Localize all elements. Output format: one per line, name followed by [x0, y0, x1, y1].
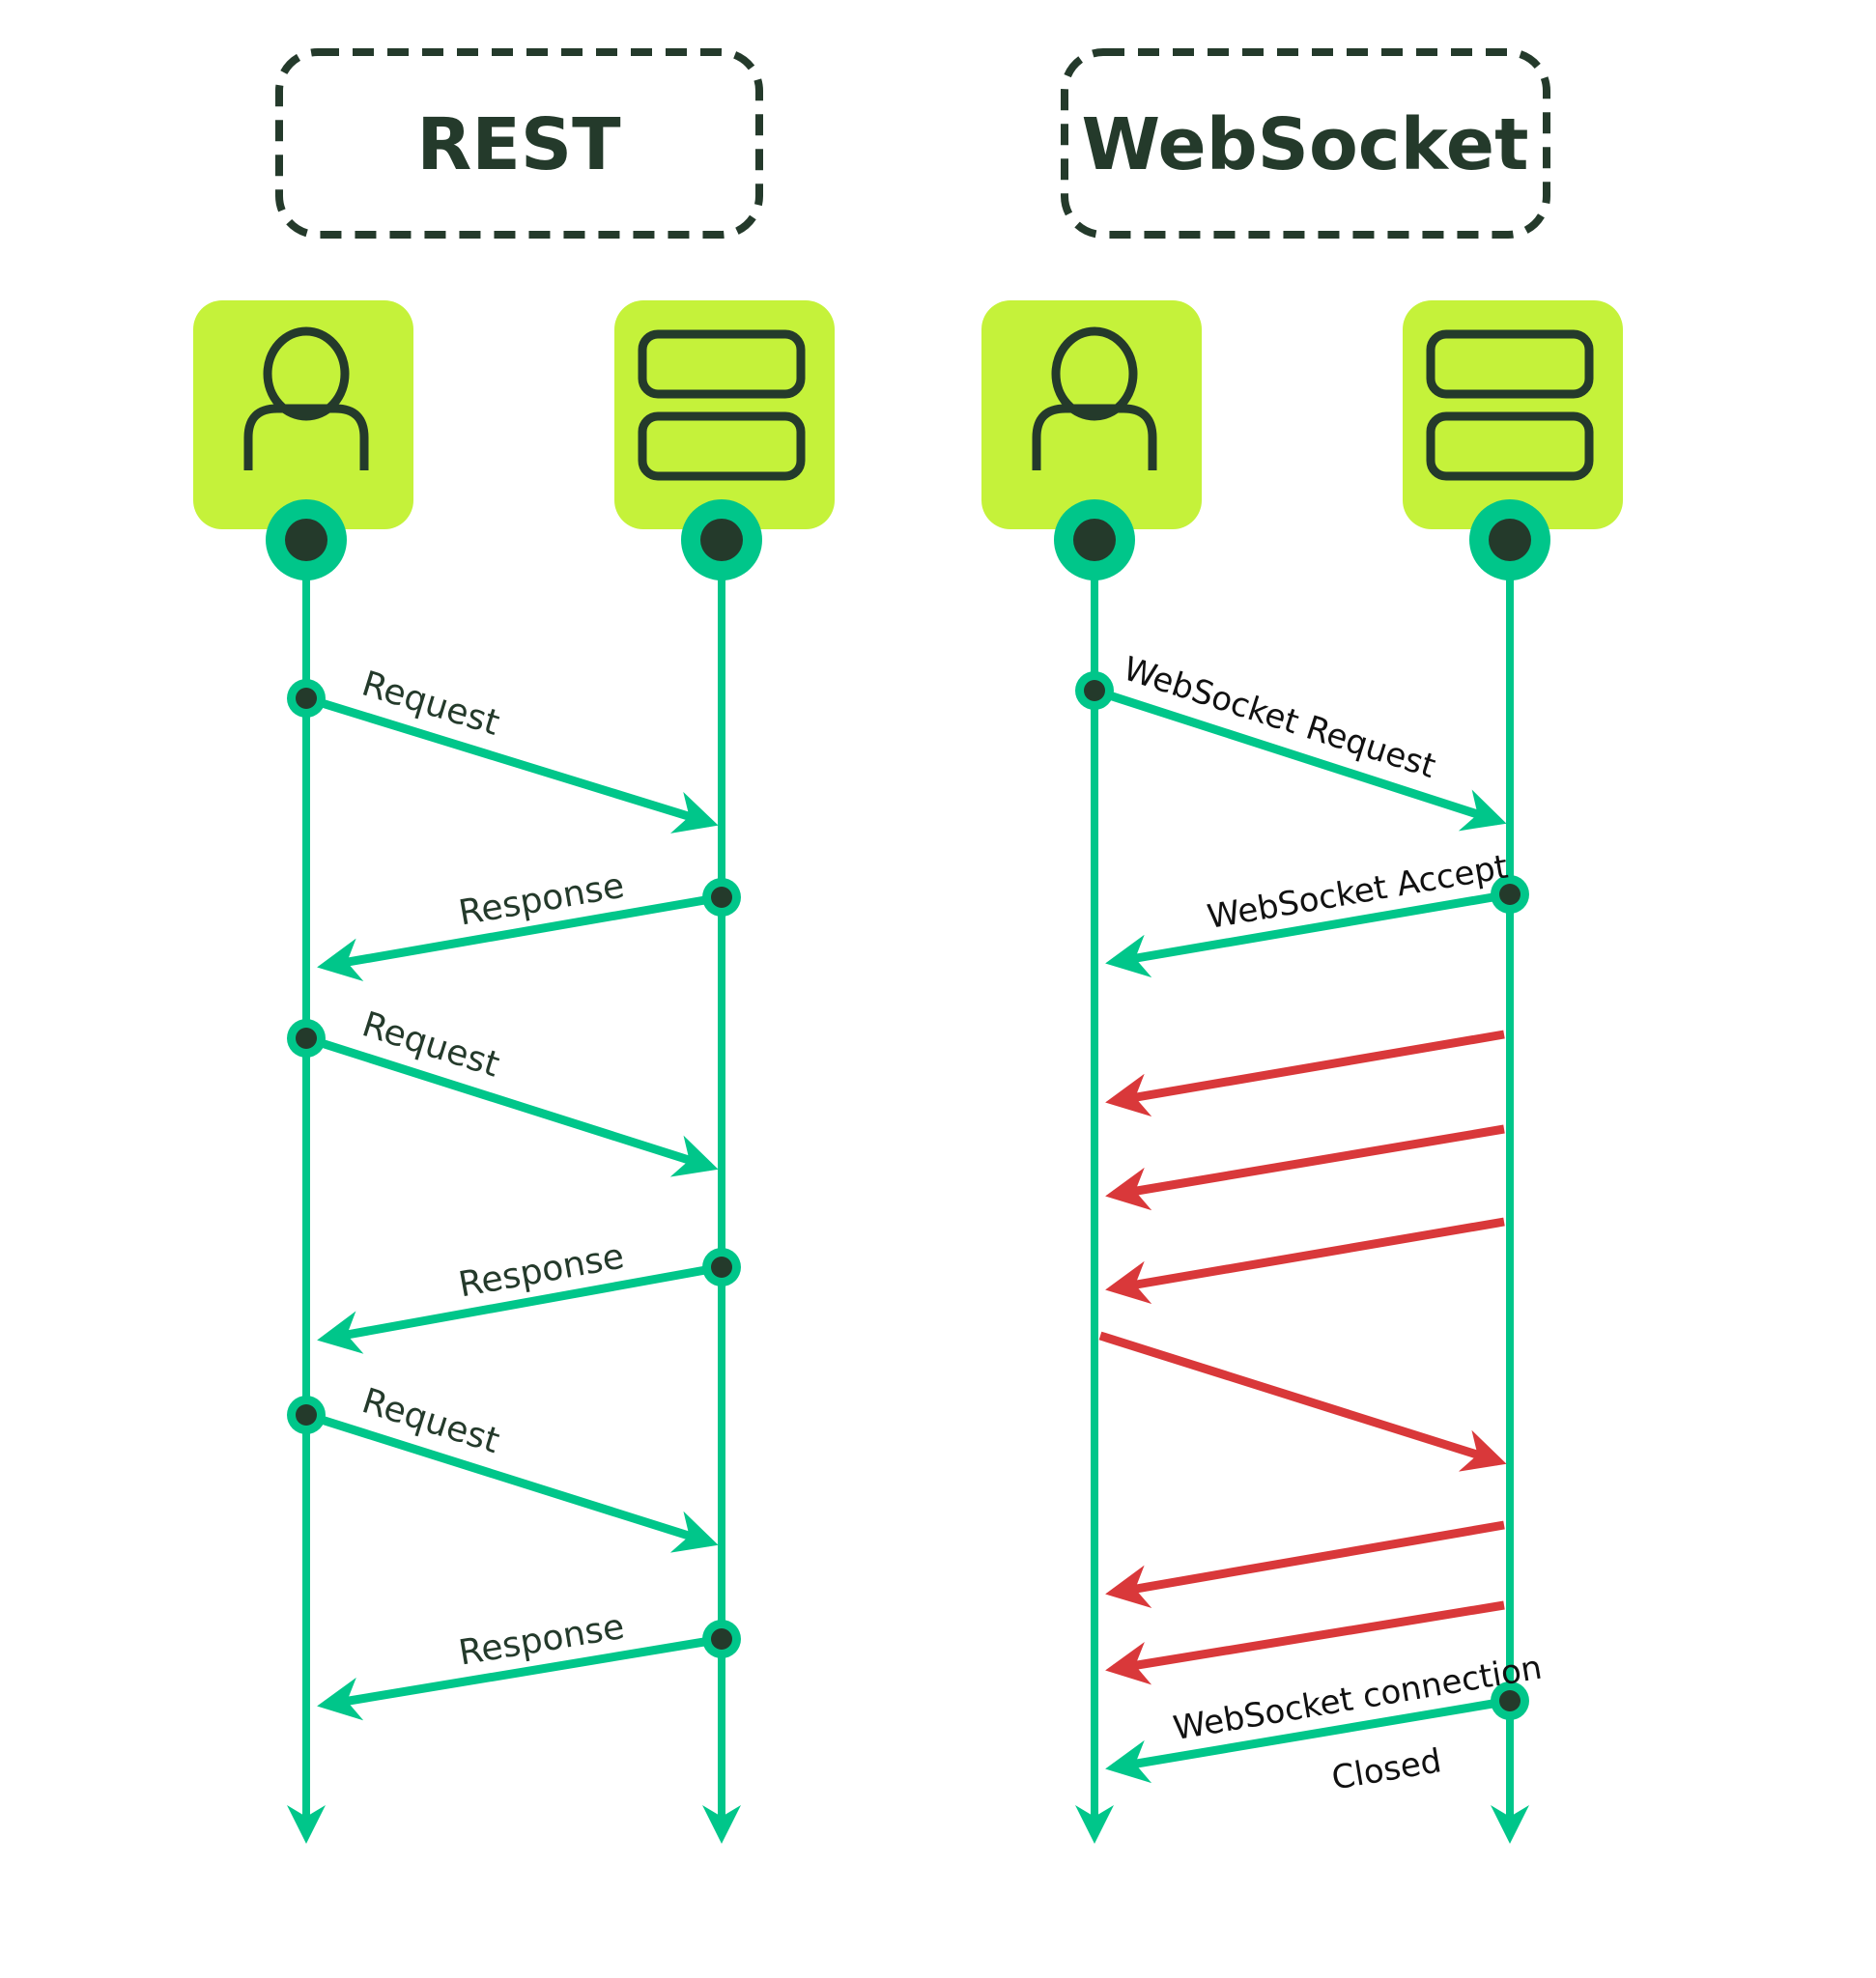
message-label-line2: Closed: [1329, 1741, 1444, 1797]
message-origin-dot: [1075, 671, 1114, 710]
message-data-frame: [1098, 1331, 1507, 1472]
message-label: Request: [357, 664, 504, 744]
message-websocket-accept: WebSocket Accept: [1105, 848, 1529, 978]
message-origin-dot: [287, 1396, 326, 1434]
lifeline-head-dot: [1054, 499, 1135, 580]
message-request: Request: [287, 1381, 719, 1553]
message-websocket-request: WebSocket Request: [1075, 649, 1507, 832]
websocket-title-box: WebSocket: [1061, 48, 1550, 239]
message-data-frame: [1105, 1124, 1505, 1211]
message-origin-dot: [287, 1019, 326, 1058]
actor-websocket-server: [1403, 300, 1623, 580]
message-origin-dot: [702, 1248, 741, 1286]
message-label: WebSocket connection: [1171, 1649, 1545, 1749]
user-icon: [243, 326, 369, 470]
message-label: Response: [456, 866, 627, 934]
message-response: Response: [317, 1607, 741, 1721]
message-label: Request: [357, 1381, 504, 1461]
message-origin-dot: [287, 679, 326, 718]
actor-websocket-client: [981, 300, 1202, 580]
message-origin-dot: [702, 878, 741, 917]
message-data-frame: [1105, 1030, 1505, 1117]
message-data-frame: [1105, 1600, 1505, 1685]
actor-rest-server: [614, 300, 835, 580]
message-response: Response: [317, 1236, 741, 1354]
rest-title: REST: [416, 103, 621, 186]
message-origin-dot: [1491, 1681, 1529, 1720]
message-response: Response: [317, 866, 741, 982]
message-data-frame: [1105, 1217, 1505, 1305]
message-request: Request: [287, 1004, 719, 1177]
lifeline-head-dot: [681, 499, 762, 580]
actor-rest-client: [193, 300, 413, 580]
user-icon: [1032, 326, 1157, 470]
message-origin-dot: [1491, 875, 1529, 914]
rest-title-box: REST: [275, 48, 763, 239]
message-data-frame: [1105, 1520, 1505, 1609]
message-origin-dot: [702, 1620, 741, 1658]
websocket-title: WebSocket: [1082, 103, 1529, 186]
lifeline-head-dot: [266, 499, 347, 580]
message-label: Request: [357, 1004, 504, 1085]
server-icon: [638, 329, 806, 481]
lifeline-head-dot: [1469, 499, 1550, 580]
message-request: Request: [287, 664, 719, 834]
message-label: Response: [456, 1607, 627, 1674]
server-icon: [1426, 329, 1594, 481]
message-label: Response: [456, 1236, 627, 1305]
